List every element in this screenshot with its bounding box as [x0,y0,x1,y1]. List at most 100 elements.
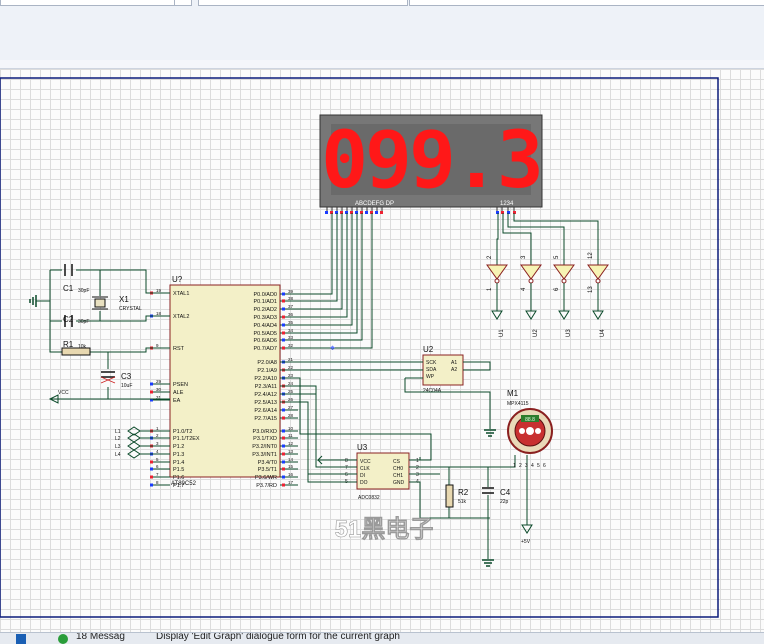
svg-text:10uF: 10uF [121,383,132,389]
svg-text:P0.5/AD5: P0.5/AD5 [253,331,277,337]
svg-text:1: 1 [487,287,493,291]
svg-text:13: 13 [288,449,294,454]
plus5v-terminal[interactable] [521,524,533,534]
svg-text:21: 21 [288,357,294,362]
capacitor-c2[interactable] [64,315,73,327]
svg-text:15: 15 [288,464,294,469]
m1-part: MPX4115 [507,401,529,407]
capacitor-c4[interactable] [482,487,494,494]
svg-text:12: 12 [588,252,594,259]
svg-text:P3.2/INT0: P3.2/INT0 [252,444,277,450]
svg-text:P3.5/T1: P3.5/T1 [258,467,277,473]
svg-text:P2.2/A10: P2.2/A10 [254,376,277,382]
mcu-pin-p0-5-ad5[interactable]: P0.5/AD5 34 [253,328,298,337]
u3-pin-labels: VCC CLK DI DO CS CH0 CH1 GND 8 7 6 5 1 2… [345,458,419,486]
crystal-x1[interactable] [92,296,108,310]
svg-text:P2.7/A15: P2.7/A15 [254,416,277,422]
svg-text:35: 35 [288,320,294,325]
svg-text:C3: C3 [121,372,132,381]
toolbar-strip[interactable] [198,0,408,6]
svg-text:P3.4/T0: P3.4/T0 [258,460,277,466]
l-terminals[interactable] [127,426,170,459]
u2-wires[interactable] [280,361,491,429]
plus5v-label: +5V [521,539,531,545]
svg-text:A2: A2 [451,367,457,373]
message-count[interactable]: 18 Messag [76,632,125,642]
svg-text:SDA: SDA [426,367,437,373]
svg-text:2: 2 [416,465,419,471]
adc-u3[interactable] [356,452,410,490]
digit-pin-labels: 1234 [500,201,514,207]
windows-logo-icon[interactable] [16,634,26,644]
seven-segment-display[interactable]: 099.3 ABCDEFG DP 1234 [319,114,544,208]
l-labels: L1 L2 L3 L4 [115,429,121,458]
svg-text:P1.0/T2: P1.0/T2 [173,429,192,435]
schematic-drawing[interactable]: 099.3 ABCDEFG DP 1234 ⌖ [0,69,764,632]
svg-text:5: 5 [537,463,540,469]
pressure-sensor-m1[interactable]: 88.8 [507,408,553,454]
svg-text:P1.5: P1.5 [173,467,184,473]
digit-select-wires[interactable] [496,213,599,265]
display-pin-markers-red [330,211,516,214]
oscillator-wires[interactable] [36,269,170,400]
svg-text:XTAL2: XTAL2 [173,314,189,320]
mcu-pin-p1-5[interactable]: P1.56 [150,464,184,473]
mcu-pin-p1-7[interactable]: P1.78 [150,480,184,489]
svg-text:3: 3 [156,441,159,446]
svg-text:P1.6: P1.6 [173,475,184,481]
u2-part: 24C04A [423,388,442,394]
resistor-r1[interactable] [61,347,91,356]
mcu-pin-p1-6[interactable]: P1.67 [150,472,184,481]
vcc-terminal[interactable] [48,394,59,404]
capacitor-c1[interactable] [64,264,73,276]
svg-text:P2.1/A9: P2.1/A9 [257,368,277,374]
svg-text:P1.1/T2EX: P1.1/T2EX [173,436,200,442]
svg-text:L4: L4 [115,452,121,458]
mcu-pin-p3-5-t1[interactable]: P3.5/T1 15 [258,464,298,473]
inverters[interactable] [486,264,609,320]
p0-bus-wires[interactable] [280,213,373,349]
status-bar: 18 Messag Display 'Edit Graph' dialogue … [0,632,764,644]
m1-pin-labels: 1 2 3 4 5 6 [513,463,546,469]
passive-labels: C1 30pF C2 30pF X1 CRYSTAL R1 10k C3 10u… [58,284,142,396]
capacitor-c3[interactable] [100,371,116,384]
toolbar-strip[interactable] [0,0,192,6]
svg-text:8: 8 [156,480,159,485]
svg-text:39: 39 [288,289,294,294]
toolbar-strip[interactable] [409,0,764,6]
svg-text:P3.0/RXD: P3.0/RXD [253,429,277,435]
mcu-pin-p1-4[interactable]: P1.45 [150,457,184,466]
mcu-right-pins: P0.0/AD039P0.1/AD138P0.2/AD237P0.3/AD336… [252,289,298,489]
u3-wires[interactable] [280,377,528,559]
mcu-at89c52[interactable] [169,284,281,478]
schematic-canvas[interactable]: 099.3 ABCDEFG DP 1234 ⌖ [0,69,764,632]
svg-text:3: 3 [521,255,527,259]
svg-text:P1.3: P1.3 [173,452,184,458]
svg-text:34: 34 [288,328,294,333]
message-status-icon[interactable] [58,634,68,644]
display-pins [326,207,515,213]
ruler-gutter [0,60,764,69]
resistor-r2[interactable] [445,484,454,508]
watermark: 51黑电子 [335,516,434,543]
svg-text:P2.4/A12: P2.4/A12 [254,392,277,398]
